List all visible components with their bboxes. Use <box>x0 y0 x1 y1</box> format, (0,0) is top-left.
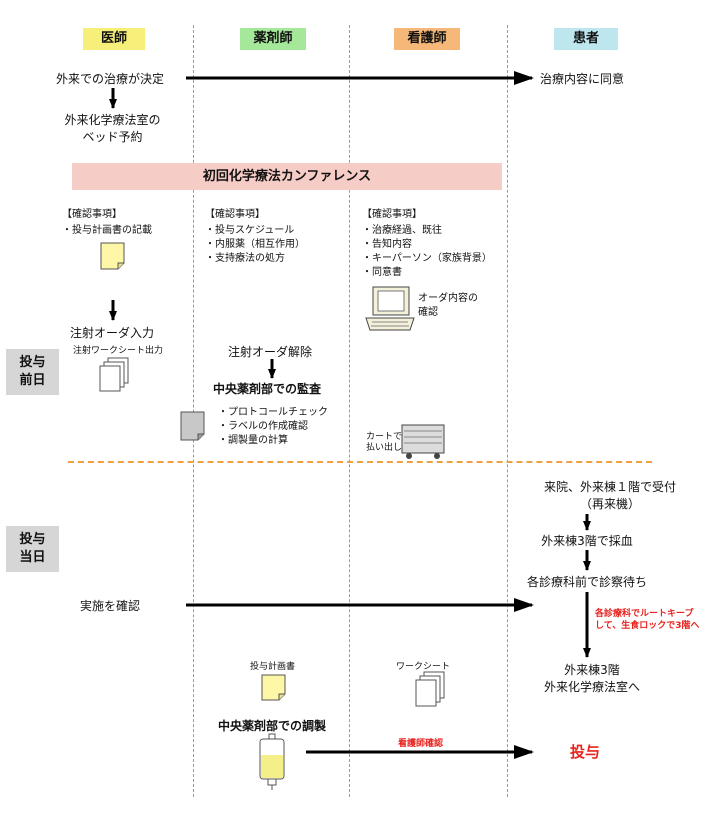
phase-before-line2: 前日 <box>19 373 46 388</box>
patient-to-room-line1: 外来棟3階 <box>564 663 620 677</box>
nurse-worksheet-stack-icon <box>415 671 445 707</box>
patient-administration: 投与 <box>570 743 601 761</box>
nurse-order-confirm: オーダ内容の 確認 <box>418 292 478 320</box>
doctor-worksheet-output: 注射ワークシート出力 <box>73 346 164 356</box>
phase-day-label: 投与 当日 <box>6 526 59 572</box>
nurse-order-confirm-line1: オーダ内容の <box>418 293 478 304</box>
doctor-decide: 外来での治療が決定 <box>56 72 165 86</box>
patient-reception: 来院、外来棟１階で受付 （再来機） <box>512 479 708 513</box>
lane-separator <box>193 25 194 797</box>
doctor-confirm-title: 【確認事項】 <box>62 209 122 220</box>
doctor-confirm-item: ・投与計画書の記載 <box>62 225 152 236</box>
cart-icon <box>401 424 445 459</box>
phase-divider <box>68 461 652 463</box>
patient-route-note: 各診療科でルートキープ して、生食ロックで3階へ <box>595 608 700 632</box>
patient-to-room: 外来棟3階 外来化学療法室へ <box>512 662 672 696</box>
nurse-worksheet-label: ワークシート <box>396 662 451 672</box>
document-icon <box>100 242 125 270</box>
nurse-cart-line2: 払い出し <box>366 443 403 453</box>
pharm-audit: 中央薬剤部での監査 <box>213 382 322 396</box>
lane-header-pharmacist: 薬剤師 <box>240 28 306 50</box>
pharm-audit-item-2: ・ラベルの作成確認 <box>218 421 308 432</box>
patient-route-note-line2: して、生食ロックで3階へ <box>595 621 700 631</box>
doctor-bed-line2: ベッド予約 <box>82 130 143 144</box>
phase-before-line1: 投与 <box>19 355 46 370</box>
nurse-confirm-title: 【確認事項】 <box>362 209 422 220</box>
pharm-audit-item-1: ・プロトコールチェック <box>218 407 328 418</box>
doctor-bed-reservation: 外来化学療法室の ベッド予約 <box>50 112 175 146</box>
doctor-order-entry: 注射オーダ入力 <box>70 326 155 340</box>
nurse-confirm-item-2: ・告知内容 <box>362 239 412 250</box>
lane-separator <box>507 25 508 797</box>
pharm-confirm-item-2: ・内服薬（相互作用） <box>205 239 305 250</box>
nurse-confirm-item-3: ・キーパーソン（家族背景） <box>362 253 492 264</box>
patient-reception-line1: 来院、外来棟１階で受付 <box>543 480 676 494</box>
patient-reception-line2: （再来機） <box>579 497 640 511</box>
pharm-audit-item-3: ・調製量の計算 <box>218 435 288 446</box>
nurse-cart-line1: カートで <box>366 432 403 442</box>
computer-icon <box>365 286 415 331</box>
lane-header-doctor: 医師 <box>83 28 145 50</box>
pharm-confirm-item-1: ・投与スケジュール <box>205 225 295 236</box>
pharm-order-release: 注射オーダ解除 <box>228 345 313 359</box>
lane-header-patient: 患者 <box>554 28 618 50</box>
nurse-confirm-item-4: ・同意書 <box>362 267 402 278</box>
plan-document-icon <box>261 674 286 701</box>
phase-day-line2: 当日 <box>19 550 46 565</box>
nurse-check-label: 看護師確認 <box>398 739 444 749</box>
patient-route-note-line1: 各診療科でルートキープ <box>595 609 694 619</box>
pharm-confirm-title: 【確認事項】 <box>205 209 265 220</box>
patient-to-room-line2: 外来化学療法室へ <box>543 680 640 694</box>
patient-agree: 治療内容に同意 <box>540 72 625 86</box>
phase-before-label: 投与 前日 <box>6 349 59 395</box>
conference-band: 初回化学療法カンファレンス <box>72 163 502 190</box>
lane-separator <box>349 25 350 797</box>
phase-day-line1: 投与 <box>19 532 46 547</box>
worksheet-stack-icon <box>99 357 129 392</box>
doctor-implement-confirm: 実施を確認 <box>80 599 141 613</box>
patient-blood-draw: 外来棟3階で採血 <box>541 534 633 548</box>
pharm-plan-doc-label: 投与計画書 <box>250 662 296 672</box>
pharm-preparation: 中央薬剤部での調製 <box>218 719 327 733</box>
iv-bag-icon <box>259 733 285 790</box>
nurse-order-confirm-line2: 確認 <box>418 307 438 318</box>
doctor-bed-line1: 外来化学療法室の <box>64 113 161 127</box>
nurse-cart-dispense: カートで 払い出し <box>366 432 402 454</box>
lane-header-nurse: 看護師 <box>394 28 460 50</box>
patient-wait-exam: 各診療科前で診察待ち <box>526 575 647 589</box>
pharm-confirm-item-3: ・支持療法の処方 <box>205 253 285 264</box>
nurse-confirm-item-1: ・治療経過、既往 <box>362 225 442 236</box>
grey-document-icon <box>180 411 205 441</box>
